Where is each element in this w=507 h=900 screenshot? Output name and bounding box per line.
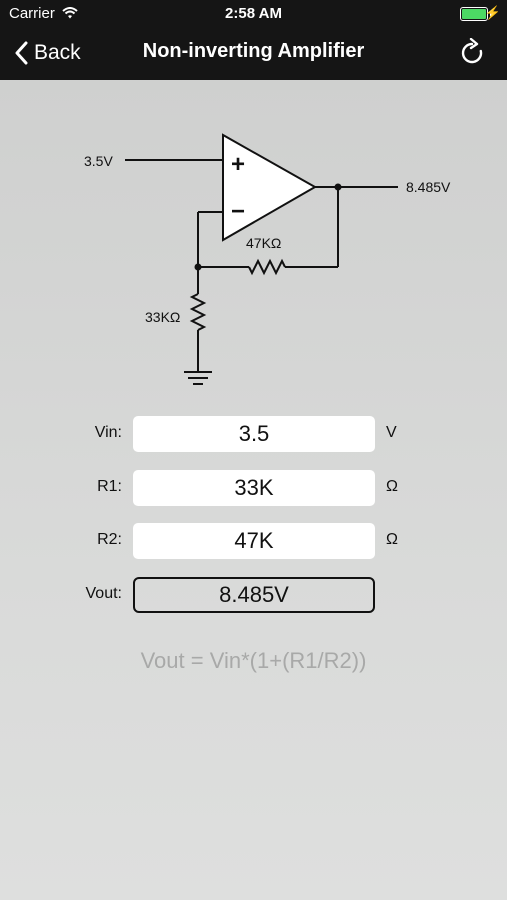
status-bar: Carrier 2:58 AM ⚡ <box>0 0 507 28</box>
wifi-icon <box>62 6 78 23</box>
back-button[interactable]: Back <box>14 38 81 68</box>
vout-row: Vout: 8.485V <box>0 577 507 613</box>
page-title: Non-inverting Amplifier <box>142 40 365 62</box>
vin-input[interactable]: 3.5 <box>133 416 375 452</box>
circuit-diagram: 3.5V 8.485V 47KΩ 33KΩ + − <box>84 133 451 385</box>
charging-bolt-icon: ⚡ <box>484 5 501 20</box>
r2-row: R2: 47K Ω <box>0 523 507 559</box>
r1-diagram-label: 33KΩ <box>145 309 180 325</box>
plus-sign: + <box>231 151 245 178</box>
r2-input[interactable]: 47K <box>133 523 375 559</box>
vout-diagram-label: 8.485V <box>406 179 451 195</box>
r1-row: R1: 33K Ω <box>0 470 507 506</box>
vin-label: Vin: <box>94 424 122 441</box>
chevron-left-icon <box>15 41 28 65</box>
vout-label: Vout: <box>85 585 122 602</box>
vin-row: Vin: 3.5 V <box>0 416 507 452</box>
carrier-label: Carrier <box>9 5 55 22</box>
vin-diagram-label: 3.5V <box>84 153 113 169</box>
r1-unit: Ω <box>386 478 398 495</box>
battery-icon <box>460 7 488 21</box>
back-label: Back <box>34 41 81 64</box>
vin-unit: V <box>386 424 397 441</box>
r1-input[interactable]: 33K <box>133 470 375 506</box>
formula-text: Vout = Vin*(1+(R1/R2)) <box>140 648 367 673</box>
navigation-bar: Carrier 2:58 AM ⚡ Back Non-inverting Amp… <box>0 0 507 80</box>
vout-result: 8.485V <box>133 577 375 613</box>
output-node <box>334 183 342 191</box>
r2-unit: Ω <box>386 531 398 548</box>
refresh-icon <box>461 37 483 64</box>
feedback-node <box>194 263 202 271</box>
main-content: 3.5V 8.485V 47KΩ 33KΩ + − Vin: 3.5 V R1:… <box>0 80 507 900</box>
r2-label: R2: <box>97 531 122 548</box>
battery-tip <box>490 11 492 16</box>
r2-diagram-label: 47KΩ <box>246 235 281 251</box>
clock-label: 2:58 AM <box>225 5 282 22</box>
refresh-button[interactable] <box>459 37 485 71</box>
minus-sign: − <box>231 198 245 225</box>
r1-label: R1: <box>97 478 122 495</box>
